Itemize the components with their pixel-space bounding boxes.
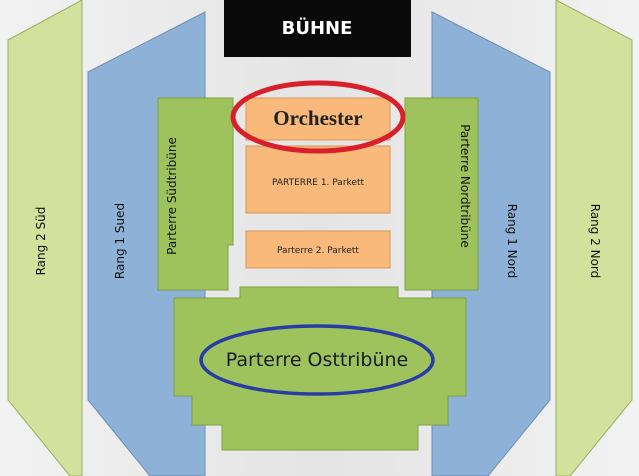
parkett-1-label: PARTERRE 1. Parkett — [272, 178, 364, 188]
stage-block — [224, 0, 411, 57]
parkett-2-label: Parterre 2. Parkett — [277, 246, 359, 256]
osttribuene-highlight-ring — [199, 324, 435, 396]
rang-1-nord-label: Rang 1 Nord — [505, 204, 519, 279]
rang-2-sued-label: Rang 2 Süd — [34, 207, 48, 276]
rang-2-nord-label: Rang 2 Nord — [588, 204, 602, 279]
rang-1-sued-label: Rang 1 Sued — [113, 203, 127, 279]
nordtribuene-label: Parterre Nordtribüne — [458, 124, 472, 248]
orchester-highlight-ring — [230, 80, 406, 154]
section-parterre-osttribuene[interactable] — [173, 286, 467, 451]
section-orchester[interactable] — [245, 97, 391, 141]
stage-label: BÜHNE — [282, 17, 353, 39]
section-rang-2-nord[interactable] — [555, 0, 633, 476]
section-parterre-nordtribuene[interactable] — [404, 97, 479, 291]
orchester-label: Orchester — [273, 106, 362, 130]
section-rang-2-sued[interactable] — [7, 0, 83, 476]
suedtribuene-label: Parterre Südtribüne — [165, 137, 179, 255]
section-parkett-1[interactable] — [245, 145, 391, 214]
section-parkett-2[interactable] — [245, 230, 391, 269]
osttribuene-label: Parterre Osttribüne — [226, 349, 408, 371]
section-parterre-suedtribuene[interactable] — [157, 97, 234, 291]
